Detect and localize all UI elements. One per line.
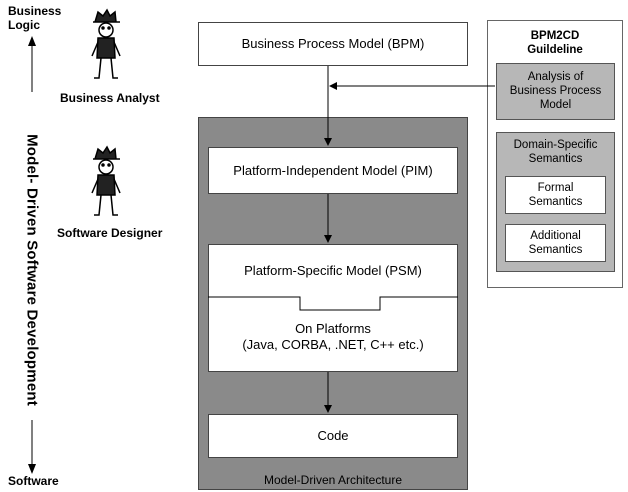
analysis-line1: Analysis of <box>527 71 584 83</box>
bpm-label: Business Process Model (BPM) <box>241 36 425 51</box>
analysis-line3: Model <box>539 99 572 111</box>
guideline-title-line1: BPM2CD <box>530 30 580 42</box>
code-box: Code <box>208 414 458 458</box>
code-label: Code <box>317 428 349 443</box>
analysis-line2: Business Process <box>509 85 602 97</box>
pim-box: Platform-Independent Model (PIM) <box>208 147 458 194</box>
dss-line2: Semantics <box>528 153 583 165</box>
business-logic-line1: Business <box>8 4 62 18</box>
software-designer-icon <box>91 145 121 216</box>
formal-line1: Formal <box>537 182 574 194</box>
guideline-panel: BPM2CD Guildeline Analysis of Business P… <box>487 20 623 288</box>
business-logic-line2: Logic <box>8 18 40 32</box>
guideline-title-line2: Guildeline <box>527 44 583 56</box>
analysis-box: Analysis of Business Process Model <box>496 63 615 120</box>
software-designer-label: Software Designer <box>57 226 163 240</box>
formal-semantics-box: Formal Semantics <box>505 176 606 214</box>
platforms-line2: (Java, CORBA, .NET, C++ etc.) <box>242 337 424 352</box>
mda-caption: Model-Driven Architecture <box>263 473 403 487</box>
business-analyst-icon <box>91 8 121 79</box>
business-logic-label: Business Logic <box>8 4 61 32</box>
platforms-line1: On Platforms <box>295 321 371 336</box>
bpm-box: Business Process Model (BPM) <box>198 22 468 66</box>
psm-platform-divider <box>208 296 458 311</box>
additional-line1: Additional <box>530 230 581 242</box>
psm-box: Platform-Specific Model (PSM) On Platfor… <box>208 244 458 372</box>
psm-label: Platform-Specific Model (PSM) <box>244 263 422 278</box>
guideline-title: BPM2CD Guildeline <box>488 29 622 57</box>
platforms-text: On Platforms (Java, CORBA, .NET, C++ etc… <box>209 321 457 353</box>
dss-line1: Domain-Specific <box>513 139 598 151</box>
business-analyst-label: Business Analyst <box>60 91 160 105</box>
pim-label: Platform-Independent Model (PIM) <box>233 162 433 178</box>
formal-line2: Semantics <box>528 196 583 208</box>
software-label: Software <box>8 474 59 488</box>
additional-semantics-box: Additional Semantics <box>505 224 606 262</box>
mdsd-axis-arrow <box>28 36 36 474</box>
additional-line2: Semantics <box>528 244 583 256</box>
